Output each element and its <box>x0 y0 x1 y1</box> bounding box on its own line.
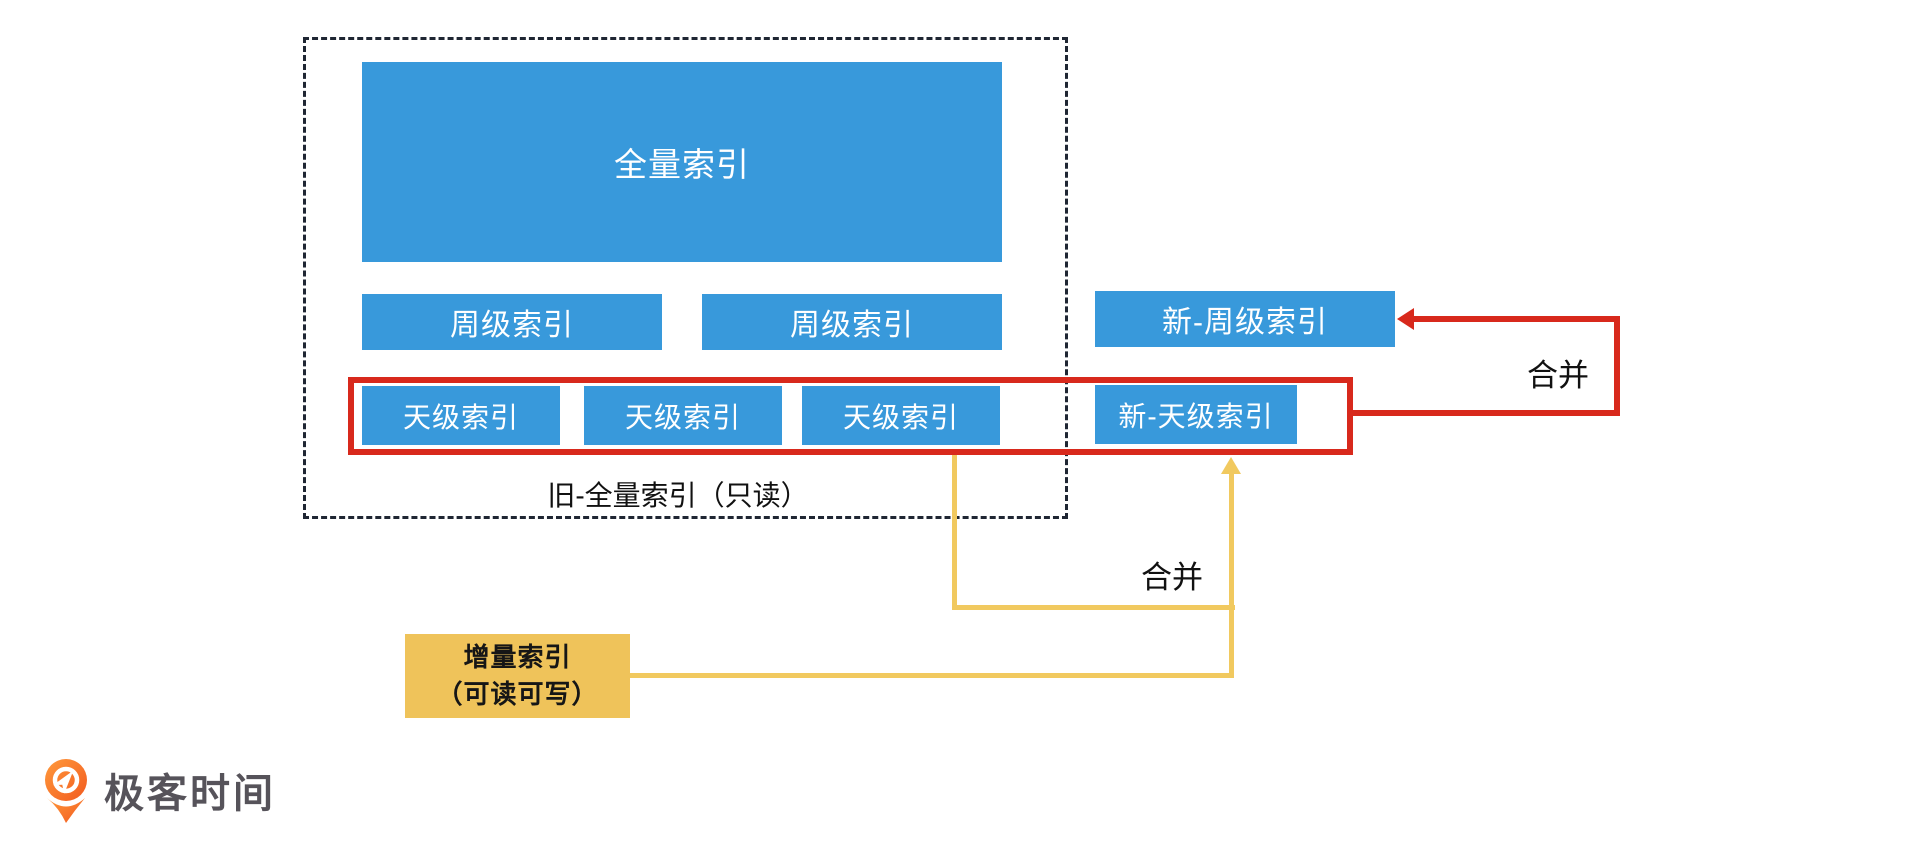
geektime-logo-icon <box>45 759 87 823</box>
geektime-brand: 极客时间 <box>42 752 362 828</box>
old-full-index-group <box>303 37 1068 519</box>
red-merge-line-top <box>1412 316 1620 322</box>
red-merge-line-bottom <box>1353 410 1620 416</box>
day-index-box-2: 天级索引 <box>584 386 782 445</box>
red-merge-arrowhead-icon <box>1397 308 1414 330</box>
red-merge-label: 合并 <box>1527 358 1589 393</box>
yellow-merge-line-right <box>1229 473 1234 678</box>
yellow-merge-line-middle <box>952 605 1235 610</box>
new-week-index-box: 新-周级索引 <box>1095 291 1395 347</box>
yellow-merge-label: 合并 <box>1141 560 1203 595</box>
red-merge-line-right <box>1614 316 1620 416</box>
brand-name-text: 极客时间 <box>104 772 276 816</box>
new-day-index-box: 新-天级索引 <box>1095 385 1297 444</box>
incremental-index-box: 增量索引 （可读可写） <box>405 634 630 718</box>
incremental-index-label-line2: （可读可写） <box>436 679 599 709</box>
day-index-box-1: 天级索引 <box>362 386 560 445</box>
yellow-merge-arrowhead-icon <box>1221 457 1241 474</box>
full-index-box: 全量索引 <box>362 62 1002 262</box>
week-index-box-1: 周级索引 <box>362 294 662 350</box>
old-full-index-caption: 旧-全量索引（只读） <box>547 480 809 511</box>
day-row-highlight-rect <box>348 377 1353 455</box>
day-index-box-3: 天级索引 <box>802 386 1000 445</box>
yellow-merge-line-left <box>952 455 957 610</box>
yellow-merge-line-bottom <box>630 673 1234 678</box>
week-index-box-2: 周级索引 <box>702 294 1002 350</box>
incremental-index-label-line1: 增量索引 <box>463 642 572 672</box>
